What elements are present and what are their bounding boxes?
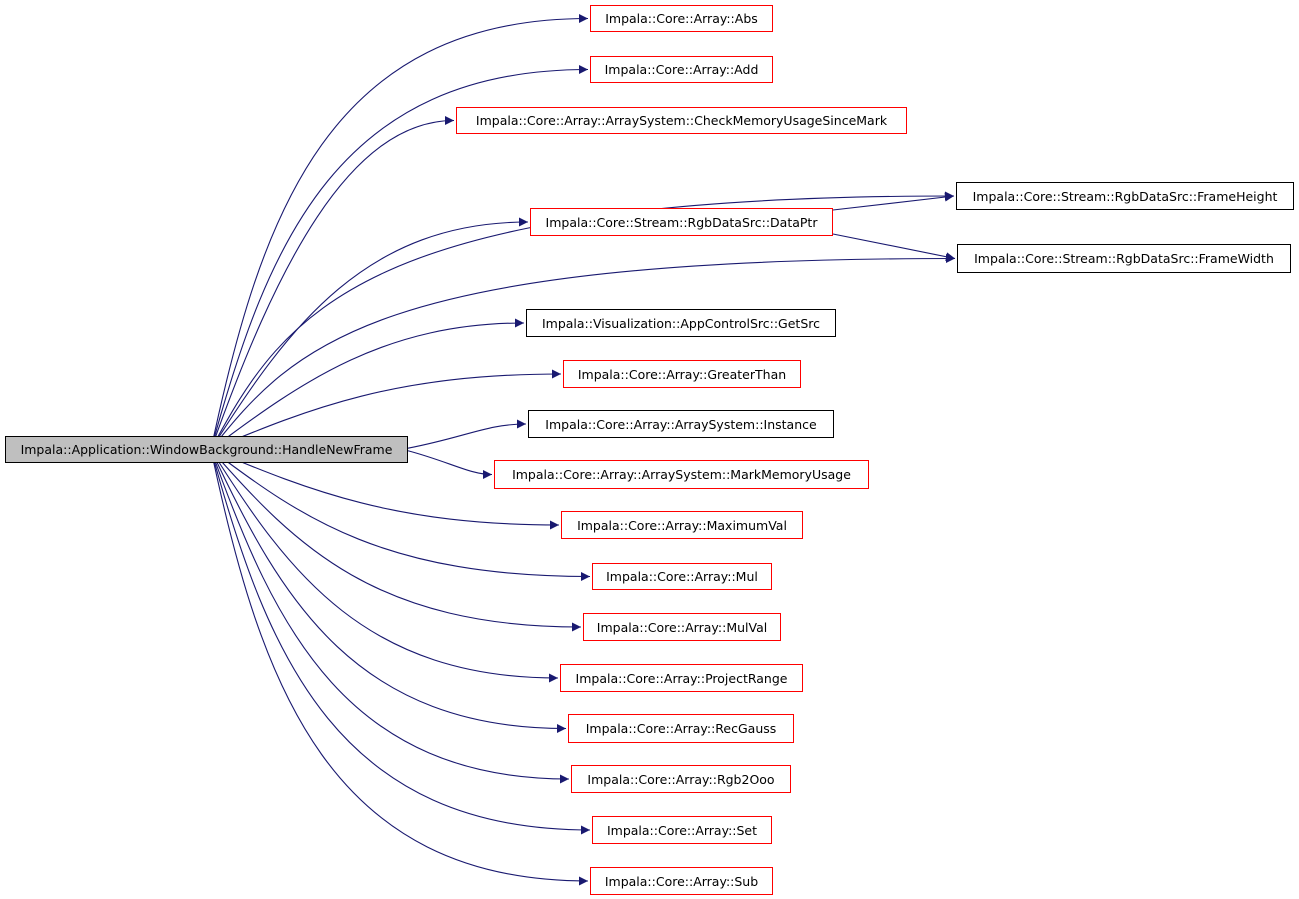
node-rec-gauss[interactable]: Impala::Core::Array::RecGauss <box>568 714 794 743</box>
node-project-range[interactable]: Impala::Core::Array::ProjectRange <box>560 664 803 692</box>
node-get-src[interactable]: Impala::Visualization::AppControlSrc::Ge… <box>526 309 836 337</box>
edge-root-to-checkmem <box>210 116 455 450</box>
node-label: Impala::Application::WindowBackground::H… <box>20 442 393 457</box>
node-maximum-val[interactable]: Impala::Core::Array::MaximumVal <box>561 511 803 539</box>
node-frame-width[interactable]: Impala::Core::Stream::RgbDataSrc::FrameW… <box>957 244 1291 273</box>
node-mul-val[interactable]: Impala::Core::Array::MulVal <box>583 613 781 641</box>
node-mark-memory-usage[interactable]: Impala::Core::Array::ArraySystem::MarkMe… <box>494 460 869 489</box>
edge-root-to-frameheight <box>210 191 955 450</box>
node-label: Impala::Core::Array::Set <box>606 822 758 838</box>
node-abs[interactable]: Impala::Core::Array::Abs <box>590 5 773 32</box>
node-check-memory-usage-since-mark[interactable]: Impala::Core::Array::ArraySystem::CheckM… <box>456 107 907 134</box>
node-label: Impala::Core::Array::MulVal <box>596 619 768 635</box>
node-instance[interactable]: Impala::Core::Array::ArraySystem::Instan… <box>528 410 834 438</box>
node-set[interactable]: Impala::Core::Array::Set <box>592 816 772 844</box>
edge-root-to-recgauss <box>210 449 567 733</box>
node-label: Impala::Visualization::AppControlSrc::Ge… <box>541 315 821 331</box>
edge-root-to-mulval <box>210 449 582 632</box>
edge-root-to-sub <box>210 449 589 886</box>
node-frame-height[interactable]: Impala::Core::Stream::RgbDataSrc::FrameH… <box>956 182 1294 210</box>
node-label: Impala::Core::Array::ArraySystem::MarkMe… <box>512 467 851 482</box>
node-label: Impala::Core::Array::ArraySystem::CheckM… <box>475 113 888 128</box>
edge-dataptr-to-framewidth <box>832 233 956 262</box>
node-label: Impala::Core::Array::MaximumVal <box>577 517 787 533</box>
edge-root-to-mul <box>210 449 591 581</box>
edge-root-to-add <box>210 65 589 450</box>
node-add[interactable]: Impala::Core::Array::Add <box>590 56 773 83</box>
edge-root-to-dataptr <box>210 217 529 450</box>
edge-root-to-instance <box>407 419 527 449</box>
edge-root-to-projectrange <box>210 449 559 683</box>
node-mul[interactable]: Impala::Core::Array::Mul <box>592 563 772 590</box>
node-label: Impala::Core::Array::RecGauss <box>585 721 777 736</box>
edge-root-to-framewidth <box>210 254 956 450</box>
node-greater-than[interactable]: Impala::Core::Array::GreaterThan <box>563 360 801 388</box>
node-label: Impala::Core::Array::GreaterThan <box>577 366 787 382</box>
edge-dataptr-to-frameheight <box>832 192 955 211</box>
edge-root-to-getsrc <box>210 318 525 450</box>
root-node-handle-new-frame[interactable]: Impala::Application::WindowBackground::H… <box>5 436 408 463</box>
edge-root-to-maxval <box>210 448 560 530</box>
node-label: Impala::Core::Stream::RgbDataSrc::FrameH… <box>972 188 1278 204</box>
edge-root-to-greaterthan <box>210 369 562 451</box>
node-label: Impala::Core::Array::Sub <box>604 873 759 889</box>
node-label: Impala::Core::Array::Add <box>604 62 759 77</box>
edge-root-to-rgb2ooo <box>210 449 570 784</box>
node-data-ptr[interactable]: Impala::Core::Stream::RgbDataSrc::DataPt… <box>530 208 833 236</box>
edge-root-to-markmem <box>407 450 493 479</box>
node-label: Impala::Core::Array::Rgb2Ooo <box>587 771 775 787</box>
node-rgb2ooo[interactable]: Impala::Core::Array::Rgb2Ooo <box>571 765 791 793</box>
node-label: Impala::Core::Stream::RgbDataSrc::FrameW… <box>974 251 1274 266</box>
node-label: Impala::Core::Array::ProjectRange <box>575 670 788 686</box>
node-label: Impala::Core::Array::ArraySystem::Instan… <box>545 416 817 432</box>
node-label: Impala::Core::Stream::RgbDataSrc::DataPt… <box>545 214 818 230</box>
edge-root-to-set <box>210 449 591 835</box>
node-sub[interactable]: Impala::Core::Array::Sub <box>590 867 773 895</box>
node-label: Impala::Core::Array::Abs <box>605 11 758 26</box>
edge-root-to-abs <box>210 14 589 450</box>
node-label: Impala::Core::Array::Mul <box>606 569 758 584</box>
